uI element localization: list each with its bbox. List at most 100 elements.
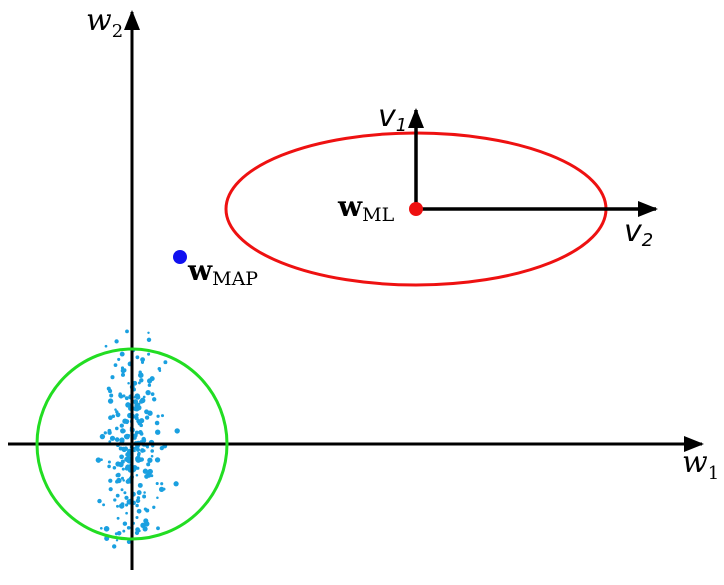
sample-point <box>118 392 122 396</box>
sample-point <box>125 329 129 334</box>
sample-point <box>126 450 131 454</box>
sample-point <box>160 414 165 418</box>
sample-point <box>135 503 139 508</box>
sample-point <box>146 337 152 343</box>
sample-point <box>120 372 126 377</box>
sample-point <box>108 415 113 420</box>
sample-point <box>95 457 102 463</box>
sample-point <box>150 449 154 453</box>
sample-point <box>142 526 148 532</box>
y-axis-label: w2 <box>86 3 123 42</box>
sample-point <box>132 380 138 386</box>
sample-point <box>113 363 118 367</box>
sample-point <box>140 357 146 362</box>
sample-point <box>118 503 125 509</box>
sample-point <box>119 454 124 460</box>
sample-point <box>135 527 140 532</box>
map-label: wMAP <box>187 254 258 290</box>
sample-point <box>120 459 125 464</box>
sample-point <box>156 526 160 531</box>
sample-point <box>173 481 179 487</box>
sample-point <box>147 457 153 463</box>
x-axis-label: w1 <box>682 445 719 484</box>
sample-point <box>113 498 117 502</box>
sample-point <box>124 495 129 500</box>
sample-point <box>136 490 142 496</box>
sample-point <box>139 378 144 383</box>
sample-point <box>108 487 113 492</box>
sample-point <box>115 493 120 498</box>
sample-point <box>134 416 139 421</box>
sample-point <box>125 467 129 471</box>
sample-point <box>143 491 146 494</box>
sample-point <box>115 412 121 418</box>
sample-point <box>135 515 139 520</box>
sample-point <box>112 466 117 470</box>
sample-point <box>97 498 102 504</box>
sample-point <box>121 476 124 480</box>
sample-point <box>116 477 122 484</box>
sample-point <box>156 496 159 500</box>
sample-point <box>109 393 114 398</box>
sample-point <box>109 435 116 441</box>
sample-point <box>154 458 158 462</box>
sample-point <box>102 503 106 507</box>
sample-point <box>99 433 106 440</box>
sample-point <box>133 446 137 451</box>
sample-point <box>158 486 165 493</box>
sample-point <box>144 521 150 527</box>
sample-point <box>123 491 127 495</box>
sample-point <box>125 503 129 507</box>
sample-point <box>174 428 180 434</box>
sample-point <box>122 529 126 533</box>
sample-point <box>146 445 149 449</box>
sample-point <box>137 451 141 456</box>
sample-point <box>119 437 125 443</box>
sample-point <box>126 525 131 530</box>
sample-point <box>127 433 131 437</box>
sample-point <box>132 435 137 440</box>
sample-point <box>117 357 121 361</box>
v2-label: v2 <box>624 214 653 251</box>
sample-point <box>99 526 103 530</box>
sample-point <box>127 381 130 385</box>
sample-point <box>119 351 125 357</box>
sample-point <box>146 462 151 467</box>
sample-point <box>115 410 119 414</box>
sample-point <box>108 478 113 483</box>
sample-point <box>142 449 146 453</box>
sample-point <box>137 482 143 488</box>
sample-point <box>155 481 159 486</box>
sample-point <box>147 352 151 356</box>
sample-point <box>107 464 111 469</box>
sample-point <box>142 468 149 474</box>
sample-point <box>108 440 112 443</box>
sample-point <box>107 430 112 435</box>
sample-point <box>122 521 128 526</box>
sample-point <box>120 368 126 374</box>
sample-point <box>145 508 150 513</box>
sample-point <box>147 410 153 416</box>
sample-point <box>136 466 140 470</box>
sample-point <box>135 498 141 504</box>
sample-point <box>114 339 119 344</box>
sample-point <box>107 398 114 404</box>
sample-point <box>142 494 147 499</box>
ml-label: wML <box>337 190 395 226</box>
sample-point <box>114 426 119 431</box>
sample-point <box>133 449 136 453</box>
sample-point <box>147 378 153 384</box>
sample-point <box>147 331 150 334</box>
sample-point <box>163 360 168 365</box>
sample-point <box>121 447 127 453</box>
sample-point <box>142 438 147 443</box>
sample-point <box>122 479 125 482</box>
sample-point <box>116 504 119 508</box>
sample-point <box>136 404 142 411</box>
sample-point <box>120 428 126 434</box>
sample-point <box>152 505 156 509</box>
sample-point <box>114 532 118 536</box>
sample-point <box>136 508 142 514</box>
sample-point <box>103 526 110 532</box>
sample-point <box>147 383 152 387</box>
